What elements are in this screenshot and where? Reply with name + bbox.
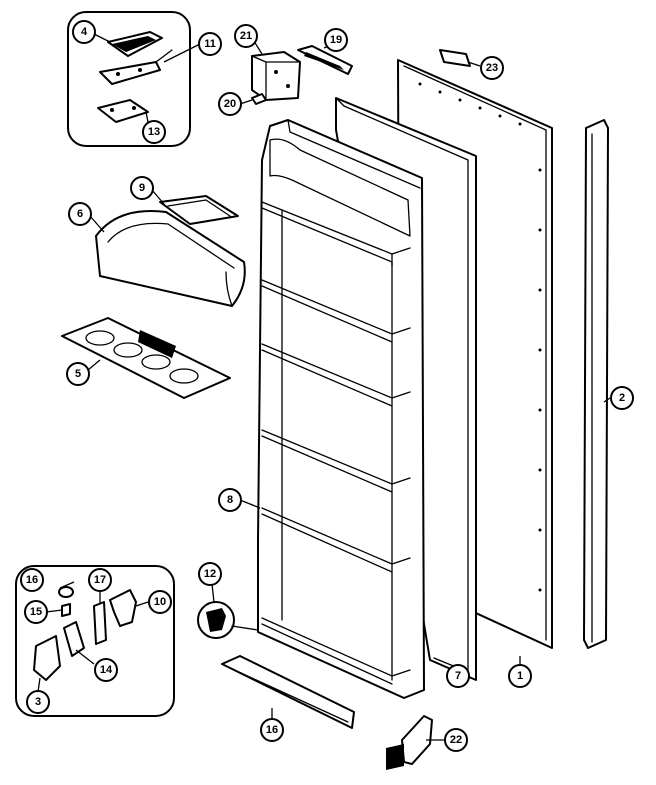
callout-6: 6 (68, 202, 92, 226)
cap-23 (439, 49, 471, 67)
svg-text:5: 5 (75, 368, 81, 380)
dairy-bin-5 (61, 317, 231, 399)
callout-19: 19 (324, 28, 348, 52)
door-liner (257, 119, 425, 699)
svg-text:15: 15 (30, 606, 42, 618)
svg-text:9: 9 (139, 182, 145, 194)
callout-11: 11 (198, 32, 222, 56)
callout-2: 2 (610, 386, 634, 410)
callout-9: 9 (130, 176, 154, 200)
svg-text:22: 22 (450, 734, 462, 746)
svg-text:2: 2 (619, 392, 625, 404)
svg-text:3: 3 (35, 696, 41, 708)
hinge-inset (67, 11, 191, 147)
callout-16-bottom: 16 (260, 718, 284, 742)
svg-text:20: 20 (224, 98, 236, 110)
callout-10: 10 (148, 590, 172, 614)
callout-23: 23 (480, 56, 504, 80)
svg-text:19: 19 (330, 34, 342, 46)
screw-20 (251, 93, 267, 105)
bottom-trim-16 (221, 655, 355, 729)
callout-22: 22 (444, 728, 468, 752)
closer-inset (15, 565, 175, 717)
svg-text:13: 13 (148, 126, 160, 138)
callout-13: 13 (142, 120, 166, 144)
svg-text:4: 4 (81, 26, 88, 38)
callout-17: 17 (88, 568, 112, 592)
callout-4: 4 (72, 20, 96, 44)
svg-text:10: 10 (154, 596, 166, 608)
shelf-insert-9 (159, 195, 239, 225)
cam-12 (197, 601, 259, 639)
callout-16-inset: 16 (20, 568, 44, 592)
callout-3: 3 (26, 690, 50, 714)
bin-cover-6 (95, 210, 246, 307)
callout-12: 12 (198, 562, 222, 586)
svg-text:1: 1 (517, 670, 523, 682)
handle-trim-19 (297, 45, 353, 75)
trim-strip-2 (583, 119, 609, 649)
svg-text:11: 11 (204, 38, 216, 50)
callout-15: 15 (24, 600, 48, 624)
svg-text:23: 23 (486, 62, 498, 74)
callout-5: 5 (66, 362, 90, 386)
bottom-hinge-22 (386, 715, 433, 770)
handle-bracket-21 (251, 51, 301, 101)
svg-text:17: 17 (94, 574, 106, 586)
callout-1: 1 (508, 664, 532, 688)
svg-text:7: 7 (455, 670, 461, 682)
svg-text:6: 6 (77, 208, 83, 220)
callout-21: 21 (234, 24, 258, 48)
callout-14: 14 (94, 658, 118, 682)
callout-8: 8 (218, 488, 242, 512)
svg-text:12: 12 (204, 568, 216, 580)
leader-lines (37, 33, 611, 741)
svg-text:8: 8 (227, 494, 233, 506)
svg-text:21: 21 (240, 30, 252, 42)
callouts: 4 11 13 21 19 20 23 9 6 5 2 8 12 16 15 (20, 20, 634, 752)
svg-text:16: 16 (26, 574, 38, 586)
callout-20: 20 (218, 92, 242, 116)
callout-7: 7 (446, 664, 470, 688)
svg-text:14: 14 (100, 664, 113, 676)
svg-text:16: 16 (266, 724, 278, 736)
